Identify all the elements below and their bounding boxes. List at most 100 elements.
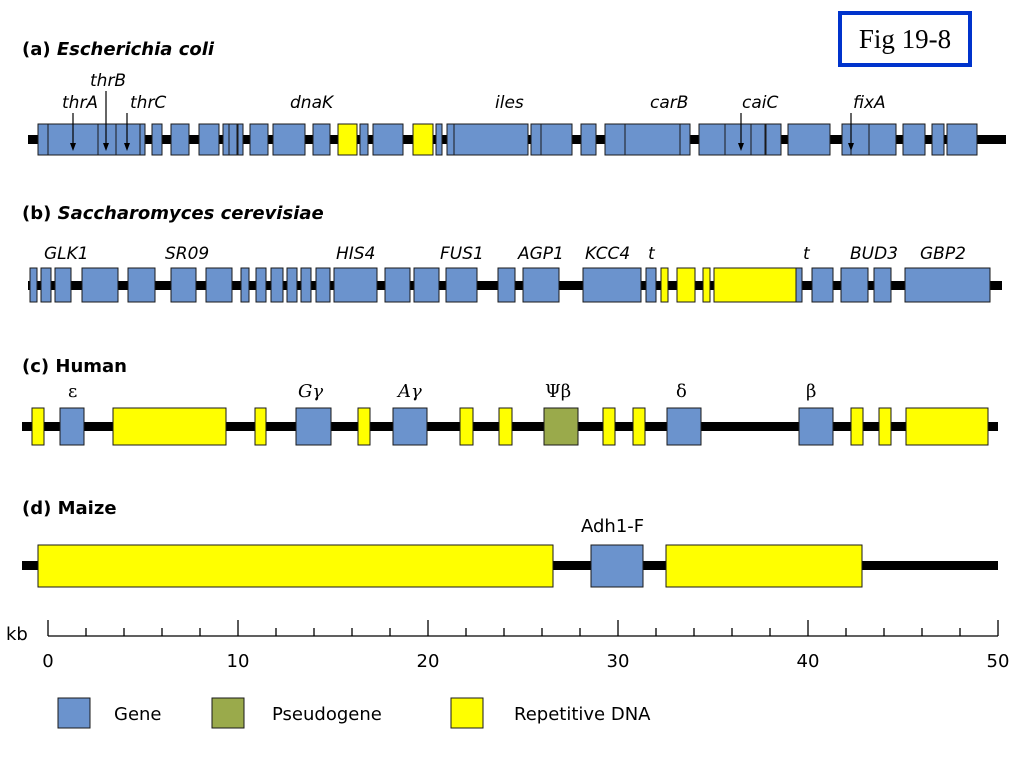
tick-label: 50 <box>987 651 1010 672</box>
gene-block <box>151 123 163 156</box>
gene-block <box>540 123 573 156</box>
gene-block <box>902 123 926 156</box>
gene-block <box>272 123 306 156</box>
gene-block <box>841 123 852 156</box>
gene-block <box>679 123 691 156</box>
repeat-block <box>254 407 267 446</box>
gene-block <box>446 123 455 156</box>
gene-block <box>59 407 85 446</box>
gene-label: t <box>803 244 811 264</box>
legend-label: Repetitive DNA <box>514 704 651 725</box>
gene-label: Adh1-F <box>581 516 644 537</box>
gene-block <box>237 123 244 156</box>
gene-label: carB <box>650 93 688 113</box>
gene-block <box>29 267 38 303</box>
yeast-segments <box>29 267 991 303</box>
legend-label: Gene <box>114 704 162 725</box>
repeat-block <box>37 544 554 588</box>
repeat-block <box>112 407 227 446</box>
badge-text: Fig 19-8 <box>859 24 951 54</box>
repeat-block <box>878 407 892 446</box>
gene-block <box>624 123 681 156</box>
tick-label: 40 <box>797 651 820 672</box>
repeat-block <box>850 407 864 446</box>
gene-label: δ <box>676 381 687 402</box>
panel-d-name: Maize <box>58 498 117 519</box>
gene-label: dnaK <box>290 93 335 113</box>
panel-c-prefix: (c) <box>22 356 55 377</box>
gene-block <box>295 407 332 446</box>
panel-b-prefix: (b) <box>22 203 58 224</box>
gene-block <box>698 123 726 156</box>
pseudogene-block <box>543 407 579 446</box>
repeat-block <box>357 407 371 446</box>
gene-label: KCC4 <box>585 244 630 264</box>
gene-block <box>249 123 269 156</box>
ecoli-arrows <box>72 91 852 148</box>
gene-label: SR09 <box>165 244 209 264</box>
gene-block <box>873 267 892 303</box>
repeat-block <box>713 267 797 303</box>
gene-block <box>312 123 331 156</box>
panel-c-title: (c) Human <box>22 356 127 377</box>
repeat-block <box>31 407 45 446</box>
gene-block <box>580 123 597 156</box>
gene-block <box>666 407 702 446</box>
maize-segments <box>37 544 863 588</box>
repeat-block <box>665 544 863 588</box>
scale-labels: 0 10 20 30 40 50 <box>42 651 1009 672</box>
gene-label: caiC <box>742 93 778 113</box>
gene-block <box>127 267 156 303</box>
arrowhead-icon <box>124 143 130 151</box>
scale-unit: kb <box>6 624 28 645</box>
gene-label: Gγ <box>298 381 323 402</box>
tick-label: 30 <box>607 651 630 672</box>
tick-label: 0 <box>42 651 53 672</box>
gene-block <box>222 123 230 156</box>
panel-a-title: (a) Escherichia coli <box>22 39 215 60</box>
gene-block <box>931 123 945 156</box>
gene-label: fixA <box>853 93 886 113</box>
gene-block <box>333 267 378 303</box>
gene-block <box>372 123 404 156</box>
gene-block <box>522 267 560 303</box>
panel-d-title: (d) Maize <box>22 498 117 519</box>
repeat-block <box>676 267 696 303</box>
ecoli-segments <box>37 123 978 156</box>
gene-label: Aγ <box>396 381 422 402</box>
gene-block <box>435 123 443 156</box>
figure-badge: Fig 19-8 <box>838 11 972 67</box>
repeat-block <box>660 267 669 303</box>
gene-block <box>37 123 49 156</box>
gene-block <box>81 267 119 303</box>
gene-block <box>413 267 440 303</box>
repeat-block <box>337 123 358 156</box>
gene-block <box>170 123 190 156</box>
gene-block <box>392 407 428 446</box>
badge-frame <box>838 11 972 67</box>
gene-block <box>198 123 220 156</box>
gene-block <box>811 267 834 303</box>
gene-block <box>798 407 834 446</box>
gene-block <box>97 123 117 156</box>
gene-label: GBP2 <box>920 244 966 264</box>
tick-label: 10 <box>227 651 250 672</box>
gene-label: thrC <box>130 93 166 113</box>
gene-label: Ψβ <box>545 381 571 402</box>
gene-block <box>228 123 238 156</box>
gene-block <box>359 123 369 156</box>
gene-block <box>255 267 267 303</box>
ecoli-arrowheads <box>70 143 854 151</box>
gene-block <box>765 123 782 156</box>
repeat-block <box>905 407 989 446</box>
legend-swatch-repeat <box>450 697 484 729</box>
gene-label: BUD3 <box>850 244 898 264</box>
gene-block <box>645 267 657 303</box>
gene-block <box>315 267 331 303</box>
gene-label: ε <box>68 381 77 402</box>
gene-block <box>54 267 72 303</box>
gene-block <box>787 123 831 156</box>
panel-c-name: Human <box>55 356 127 377</box>
gene-block <box>497 267 516 303</box>
